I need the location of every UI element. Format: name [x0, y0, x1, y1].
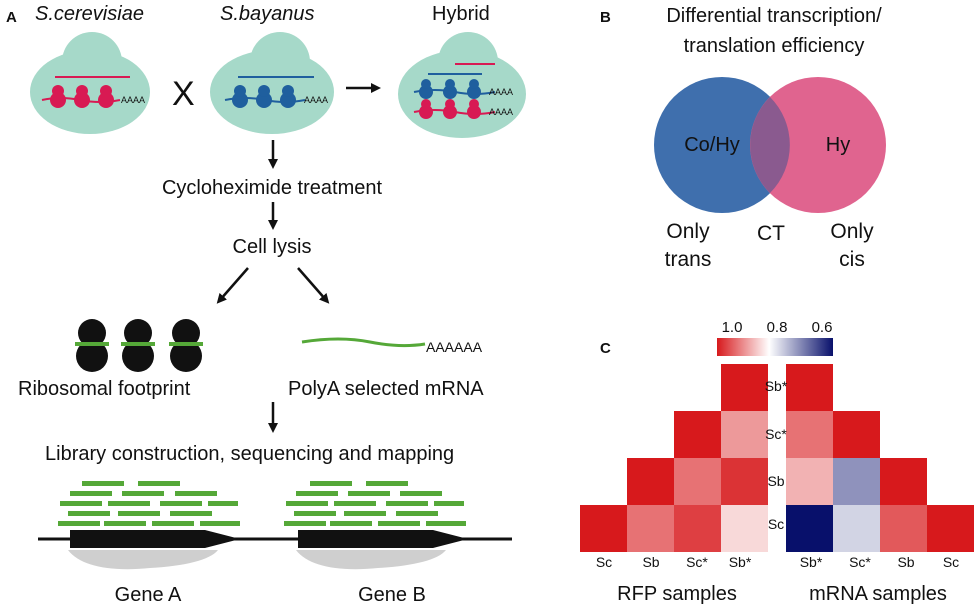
strain-label-hybrid: Hybrid: [432, 3, 490, 25]
strain-label-bayanus: S.bayanus: [220, 3, 315, 25]
heatmap-cell: [786, 364, 833, 411]
heatmap-cell: [674, 411, 721, 458]
venn-overlap: [750, 97, 790, 193]
polya-tail-label: AAAA: [489, 87, 513, 97]
heatmap-cell: [674, 505, 721, 552]
label-polya-mrna: PolyA selected mRNA: [288, 378, 484, 400]
heatmap-cell: [927, 505, 974, 552]
heatmap-cell: [833, 458, 880, 505]
row-label: Sb*: [765, 378, 788, 394]
heatmap-cell: [880, 458, 927, 505]
heatmap-cell: [786, 411, 833, 458]
color-scale-bar: [717, 338, 833, 356]
mrna-col-label: Sc*: [849, 554, 871, 570]
polya-tail-label: AAAA: [121, 95, 145, 105]
row-label: Sb: [767, 473, 784, 489]
only-cis-line1: Only: [830, 220, 874, 243]
arrow-split-right: [297, 267, 330, 304]
polya-tail-label: AAAA: [489, 107, 513, 117]
heatmap-cell: [721, 458, 768, 505]
strain-label-cerevisiae: S.cerevisiae: [35, 3, 144, 25]
mrna-col-label: Sc: [943, 554, 959, 570]
only-cis-line2: cis: [839, 248, 865, 271]
polya-long-tail: AAAAAA: [426, 339, 483, 355]
mrna-col-label: Sb*: [800, 554, 823, 570]
gene-mapping-diagram: [38, 481, 512, 570]
panel-b-title-line2: translation efficiency: [684, 35, 865, 57]
heatmap-cell: [674, 458, 721, 505]
mrna-heatmap: [786, 364, 974, 552]
heatmap-cell: [721, 411, 768, 458]
venn-right-circle: [750, 77, 886, 213]
heatmap-cell: [580, 505, 627, 552]
rfp-col-label: Sb*: [729, 554, 752, 570]
rfp-samples-title: RFP samples: [617, 583, 737, 605]
label-gene-b: Gene B: [358, 584, 426, 606]
scale-label-3: 0.6: [812, 319, 833, 336]
scale-label-2: 0.8: [767, 319, 788, 336]
only-trans-line2: trans: [665, 248, 712, 271]
heatmap-cell: [786, 458, 833, 505]
heatmap-cell: [627, 505, 674, 552]
heatmap-cell: [721, 364, 768, 411]
mapped-reads-gene-b: [284, 481, 466, 526]
venn-diagram: [654, 77, 886, 213]
yeast-cell-cerevisiae: AAAA: [30, 32, 150, 134]
rfp-col-label: Sb: [642, 554, 659, 570]
mapped-reads-gene-a: [58, 481, 240, 526]
polya-tail-label: AAAA: [304, 95, 328, 105]
label-library: Library construction, sequencing and map…: [45, 443, 454, 465]
rfp-heatmap: [580, 364, 768, 552]
heatmap-cell: [627, 458, 674, 505]
label-gene-a: Gene A: [115, 584, 182, 606]
panel-b-label: B: [600, 9, 611, 26]
yeast-cell-bayanus: AAAA: [210, 32, 334, 134]
mrna-col-label: Sb: [897, 554, 914, 570]
scale-label-1: 1.0: [722, 319, 743, 336]
row-label: Sc: [768, 516, 784, 532]
rfp-col-label: Sc*: [686, 554, 708, 570]
only-trans-line1: Only: [666, 220, 710, 243]
row-label: Sc*: [765, 426, 787, 442]
ct-label: CT: [757, 222, 785, 245]
panel-c-label: C: [600, 340, 611, 357]
venn-left-label: Co/Hy: [684, 134, 740, 156]
step-cycloheximide: Cycloheximide treatment: [162, 177, 383, 199]
ribosome-icons: [75, 319, 203, 372]
venn-right-label: Hy: [826, 134, 850, 156]
heatmap-cell: [721, 505, 768, 552]
yeast-cell-hybrid: AAAA AAAA: [398, 32, 526, 138]
arrow-split-left: [216, 267, 249, 304]
mrna-strand: [301, 337, 426, 348]
cross-symbol: X: [172, 75, 195, 113]
mrna-samples-title: mRNA samples: [809, 583, 947, 605]
rfp-col-label: Sc: [596, 554, 612, 570]
venn-left-circle: [654, 77, 790, 213]
panel-a-label: A: [6, 9, 17, 26]
label-ribosomal-footprint: Ribosomal footprint: [18, 378, 191, 400]
panel-b-title-line1: Differential transcription/: [666, 5, 882, 27]
heatmap-cell: [786, 505, 833, 552]
step-cell-lysis: Cell lysis: [233, 236, 312, 258]
heatmap-cell: [833, 505, 880, 552]
heatmap-cell: [880, 505, 927, 552]
heatmap-cell: [833, 411, 880, 458]
